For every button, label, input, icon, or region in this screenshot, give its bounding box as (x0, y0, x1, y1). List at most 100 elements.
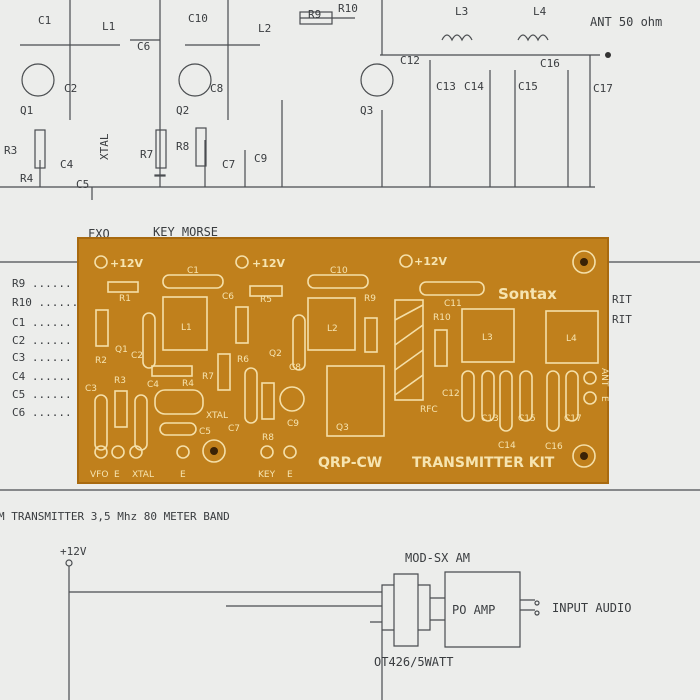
pcb-label: C8 (289, 363, 301, 373)
label: R4 (20, 172, 34, 185)
pcb-label: Q3 (336, 423, 349, 433)
label: PO AMP (452, 603, 495, 617)
pcb-label: C3 (85, 384, 97, 394)
pcb-label: C4 (147, 380, 159, 390)
label: C9 (254, 152, 267, 165)
label: C14 (464, 80, 484, 93)
label: L4 (533, 5, 547, 18)
label: C16 (540, 57, 560, 70)
label: L1 (102, 20, 115, 33)
pcb-label: C2 (131, 351, 143, 361)
label: R8 (176, 140, 189, 153)
pcb-kit-label: TRANSMITTER KIT (412, 455, 555, 471)
bottom-schematic-labels: +12V MOD-SX AM PO AMP INPUT AUDIO OT426/… (60, 545, 631, 669)
pcb-label: C11 (444, 299, 462, 309)
label: C17 (593, 82, 613, 95)
pcb-label: C12 (442, 389, 460, 399)
label: C15 (518, 80, 538, 93)
parts-list-item: C6 ...... (12, 406, 72, 419)
pcb-label: Q2 (269, 349, 282, 359)
pcb-label: +12V (414, 255, 448, 268)
label: +12V (60, 545, 87, 558)
pcb-label: C13 (481, 414, 499, 424)
pcb-label: R5 (260, 295, 272, 305)
pcb-label: R7 (202, 372, 214, 382)
pcb-label: L4 (566, 334, 577, 344)
schematic-title: M TRANSMITTER 3,5 Mhz 80 METER BAND (0, 510, 230, 523)
pcb-label: L3 (482, 333, 493, 343)
top-schematic-labels: C1 C10 L1 L2 R9 C6 Q1 Q2 C2 C8 XTAL Q3 C… (4, 2, 662, 241)
label: C6 (137, 40, 150, 53)
pcb-label: +12V (252, 257, 286, 270)
pcb-label: C17 (564, 414, 582, 424)
label: C4 (60, 158, 74, 171)
pcb-label: C7 (228, 424, 240, 434)
parts-list-item: R10 ...... (12, 296, 78, 309)
pcb-silkscreen-labels: +12V +12V +12V C1 C10 R1 R5 C11 C6 R9 R1… (85, 255, 609, 480)
pcb-label: C5 (199, 427, 211, 437)
connector-label: KEY (258, 470, 276, 480)
connector-label: ANT (599, 368, 609, 387)
pcb-label: RFC (420, 405, 438, 415)
parts-list-item: R9 ...... (12, 277, 72, 290)
parts-list-item: C3 ...... (12, 351, 72, 364)
label: R10 (338, 2, 358, 15)
label: KEY MORSE (153, 225, 218, 239)
pcb-label: C14 (498, 441, 516, 451)
label: L2 (258, 22, 271, 35)
label: ANT 50 ohm (590, 15, 662, 29)
connector-label: E (599, 396, 609, 402)
pcb-label: R3 (114, 376, 126, 386)
pcb-board (77, 237, 609, 484)
label: MOD-SX AM (405, 551, 470, 565)
label: OT426/5WATT (374, 655, 453, 669)
label: C2 (64, 82, 77, 95)
connector-label: E (287, 470, 293, 480)
pcb-label: L2 (327, 324, 338, 334)
pcb-label: C9 (287, 419, 299, 429)
label: C13 (436, 80, 456, 93)
pcb-label: L1 (181, 323, 192, 333)
pcb-label: R4 (182, 379, 194, 389)
label: C5 (76, 178, 89, 191)
connector-label: XTAL (132, 470, 154, 480)
parts-list-item: C4 ...... (12, 370, 72, 383)
label: R9 (308, 8, 321, 21)
label: INPUT AUDIO (552, 601, 631, 615)
label: C10 (188, 12, 208, 25)
text-fragment: RIT (612, 293, 632, 306)
label: R7 (140, 148, 153, 161)
bottom-schematic (65, 559, 540, 700)
pcb-label: R10 (433, 313, 451, 323)
top-schematic (0, 0, 611, 200)
label: Q3 (360, 104, 373, 117)
pcb-label: C1 (187, 266, 199, 276)
pcb-label: R8 (262, 433, 274, 443)
pcb-label: Q1 (115, 345, 128, 355)
pcb-label: R2 (95, 356, 107, 366)
connector-label: E (180, 470, 186, 480)
label: C8 (210, 82, 223, 95)
label: Q1 (20, 104, 33, 117)
pcb-label: C10 (330, 266, 348, 276)
parts-list: R9 ...... R10 ...... C1 ...... C2 ......… (12, 277, 632, 419)
pcb-label: +12V (110, 257, 144, 270)
connector-label: E (114, 470, 120, 480)
pcb-label: C16 (545, 442, 563, 452)
parts-list-item: C1 ...... (12, 316, 72, 329)
pcb-name: QRP-CW (318, 455, 382, 471)
connector-label: VFO (90, 470, 108, 480)
pcb-label: R6 (237, 355, 249, 365)
label: L3 (455, 5, 468, 18)
parts-list-item: C5 ...... (12, 388, 72, 401)
text-fragment: RIT (612, 313, 632, 326)
label: C1 (38, 14, 51, 27)
pcb-label: C6 (222, 292, 234, 302)
label: R3 (4, 144, 17, 157)
label: Q2 (176, 104, 189, 117)
pcb-label: C15 (518, 414, 536, 424)
label: XTAL (98, 133, 111, 160)
label: C7 (222, 158, 235, 171)
